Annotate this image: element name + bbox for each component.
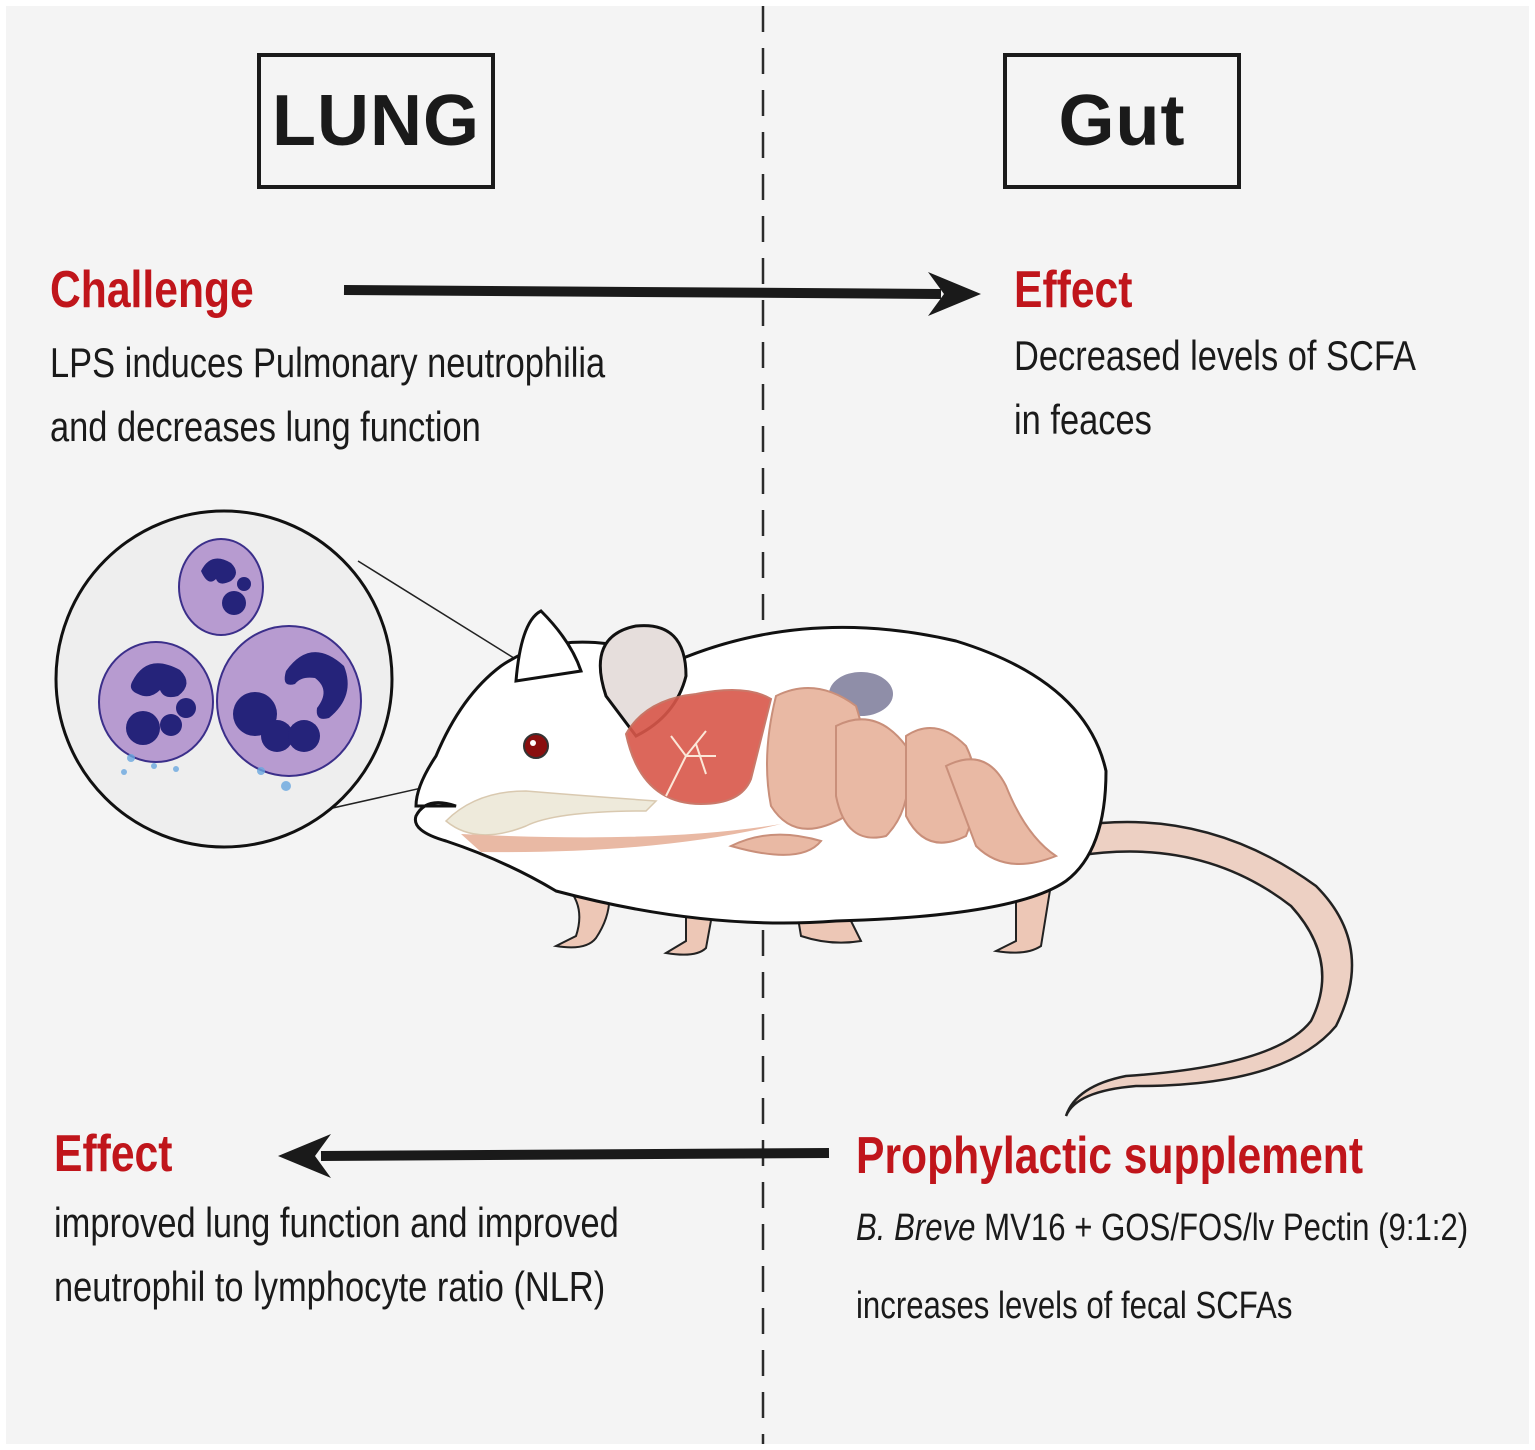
supplement-heading: Prophylactic supplement bbox=[856, 1127, 1364, 1185]
divider-layer bbox=[54, 6, 1354, 1444]
supplement-formula: B. Breve MV16 + GOS/FOS/lv Pectin (9:1:2… bbox=[856, 1196, 1468, 1260]
mouse-lung bbox=[624, 689, 773, 806]
lung-effect-line: neutrophil to lymphocyte ratio (NLR) bbox=[54, 1263, 606, 1310]
lung-effect-heading: Effect bbox=[54, 1125, 173, 1183]
bacterial-species: B. Breve bbox=[856, 1207, 976, 1249]
figure-canvas: LUNG Gut Challenge LPS induces Pulmonary… bbox=[6, 6, 1529, 1444]
lung-title: LUNG bbox=[272, 81, 480, 161]
gut-effect-line: in feaces bbox=[1014, 396, 1152, 443]
lung-title-box: LUNG bbox=[257, 53, 495, 189]
mouse-tail bbox=[1064, 820, 1354, 1117]
gut-title-box: Gut bbox=[1003, 53, 1241, 189]
challenge-description: LPS induces Pulmonary neutrophilia and d… bbox=[50, 331, 605, 459]
gut-title: Gut bbox=[1058, 81, 1186, 161]
arrow-lung-to-gut bbox=[343, 272, 981, 316]
gut-effect-line: Decreased levels of SCFA bbox=[1014, 332, 1416, 379]
gut-effect-description: Decreased levels of SCFA in feaces bbox=[1014, 324, 1416, 452]
challenge-heading: Challenge bbox=[50, 261, 254, 319]
lung-effect-line: improved lung function and improved bbox=[54, 1199, 619, 1246]
mouse-illustration bbox=[413, 609, 1354, 1117]
supplement-outcome: increases levels of fecal SCFAs bbox=[856, 1285, 1293, 1327]
neutrophil-inset bbox=[54, 509, 637, 849]
neutrophil-cell bbox=[216, 625, 362, 777]
gut-effect-heading: Effect bbox=[1014, 261, 1133, 319]
challenge-line: and decreases lung function bbox=[50, 403, 481, 450]
lung-effect-description: improved lung function and improved neut… bbox=[54, 1191, 619, 1319]
arrow-gut-to-lung bbox=[278, 1134, 830, 1178]
neutrophil-cell bbox=[98, 641, 214, 763]
mouse-leg bbox=[992, 882, 1053, 954]
mouse-eye bbox=[523, 733, 549, 759]
challenge-line: LPS induces Pulmonary neutrophilia bbox=[50, 339, 606, 386]
mouse-ear bbox=[514, 609, 583, 683]
supplement-composition: MV16 + GOS/FOS/lv Pectin (9:1:2) bbox=[975, 1207, 1469, 1249]
neutrophil-cell bbox=[178, 538, 264, 636]
